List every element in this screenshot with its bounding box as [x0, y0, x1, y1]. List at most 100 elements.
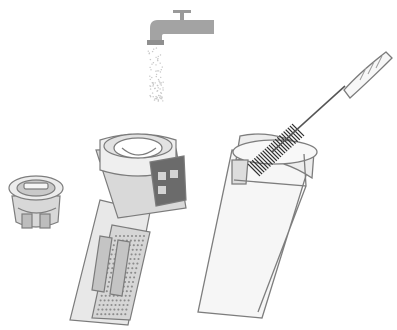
mesh-hole — [117, 309, 119, 311]
mesh-hole — [141, 244, 143, 246]
mesh-hole — [112, 313, 114, 315]
mesh-hole — [127, 235, 129, 237]
water-drop — [157, 58, 158, 59]
water-drop — [149, 76, 150, 77]
water-drop — [150, 69, 151, 70]
water-drop — [160, 92, 161, 93]
water-drop — [156, 47, 157, 48]
mesh-hole — [137, 244, 139, 246]
mesh-hole — [131, 286, 133, 288]
water-drop — [160, 83, 161, 84]
mesh-hole — [109, 276, 111, 278]
water-drop — [158, 80, 159, 81]
mesh-hole — [100, 313, 102, 315]
mesh-hole — [132, 249, 134, 251]
water-drop — [155, 64, 156, 65]
mesh-hole — [101, 309, 103, 311]
mesh-hole — [138, 240, 140, 242]
water-drop — [158, 87, 159, 88]
water-drop — [158, 56, 159, 57]
filter-unit-icon — [70, 134, 186, 325]
mesh-hole — [107, 286, 109, 288]
mesh-hole — [120, 299, 122, 301]
water-drop — [159, 97, 160, 98]
mesh-hole — [127, 286, 129, 288]
mesh-hole — [119, 235, 121, 237]
water-drop — [160, 71, 161, 72]
mesh-hole — [133, 276, 135, 278]
mesh-hole — [126, 290, 128, 292]
mesh-hole — [143, 235, 145, 237]
mesh-hole — [136, 249, 138, 251]
water-drop — [155, 96, 156, 97]
mesh-hole — [125, 295, 127, 297]
water-drop — [157, 70, 158, 71]
mesh-hole — [134, 240, 136, 242]
water-drop — [150, 88, 151, 89]
water-drop — [149, 52, 150, 53]
mesh-hole — [135, 267, 137, 269]
water-stream-icon — [148, 47, 164, 101]
water-drop — [159, 82, 160, 83]
water-drop — [152, 85, 153, 86]
water-drop — [150, 59, 151, 60]
water-drop — [159, 95, 160, 96]
mesh-hole — [104, 299, 106, 301]
water-drop — [155, 71, 156, 72]
mesh-hole — [126, 304, 128, 306]
mesh-hole — [130, 272, 132, 274]
mesh-hole — [113, 309, 115, 311]
water-drop — [149, 85, 150, 86]
water-drop — [161, 96, 162, 97]
mesh-hole — [118, 304, 120, 306]
mesh-hole — [98, 304, 100, 306]
water-drop — [153, 84, 154, 85]
mesh-hole — [133, 258, 135, 260]
water-drop — [155, 57, 156, 58]
water-drop — [152, 92, 153, 93]
mesh-hole — [136, 263, 138, 265]
water-drop — [152, 51, 153, 52]
water-drop — [150, 96, 151, 97]
mesh-hole — [135, 253, 137, 255]
mesh-hole — [132, 263, 134, 265]
mesh-hole — [104, 313, 106, 315]
water-drop — [158, 100, 159, 101]
water-drop — [148, 51, 149, 52]
mesh-hole — [127, 267, 129, 269]
mesh-hole — [125, 309, 127, 311]
mesh-hole — [128, 299, 130, 301]
water-drop — [159, 88, 160, 89]
mesh-hole — [129, 295, 131, 297]
mesh-hole — [129, 258, 131, 260]
mesh-hole — [124, 313, 126, 315]
water-drop — [150, 79, 151, 80]
water-drop — [156, 74, 157, 75]
mesh-hole — [130, 240, 132, 242]
mesh-hole — [111, 253, 113, 255]
mesh-hole — [137, 258, 139, 260]
mesh-hole — [128, 263, 130, 265]
water-drop — [162, 66, 163, 67]
mesh-hole — [100, 299, 102, 301]
faucet-icon — [147, 10, 214, 45]
mesh-hole — [123, 235, 125, 237]
mesh-hole — [131, 235, 133, 237]
mesh-hole — [121, 309, 123, 311]
mesh-hole — [96, 313, 98, 315]
mesh-hole — [110, 304, 112, 306]
water-drop — [161, 98, 162, 99]
water-drop — [162, 87, 163, 88]
mesh-hole — [105, 295, 107, 297]
mesh-hole — [132, 281, 134, 283]
mesh-hole — [106, 304, 108, 306]
mesh-hole — [133, 244, 135, 246]
filter-cap-icon — [9, 176, 63, 228]
mesh-hole — [139, 253, 141, 255]
mesh-hole — [122, 304, 124, 306]
mesh-hole — [105, 309, 107, 311]
water-drop — [156, 76, 157, 77]
water-drop — [154, 88, 155, 89]
water-drop — [155, 82, 156, 83]
